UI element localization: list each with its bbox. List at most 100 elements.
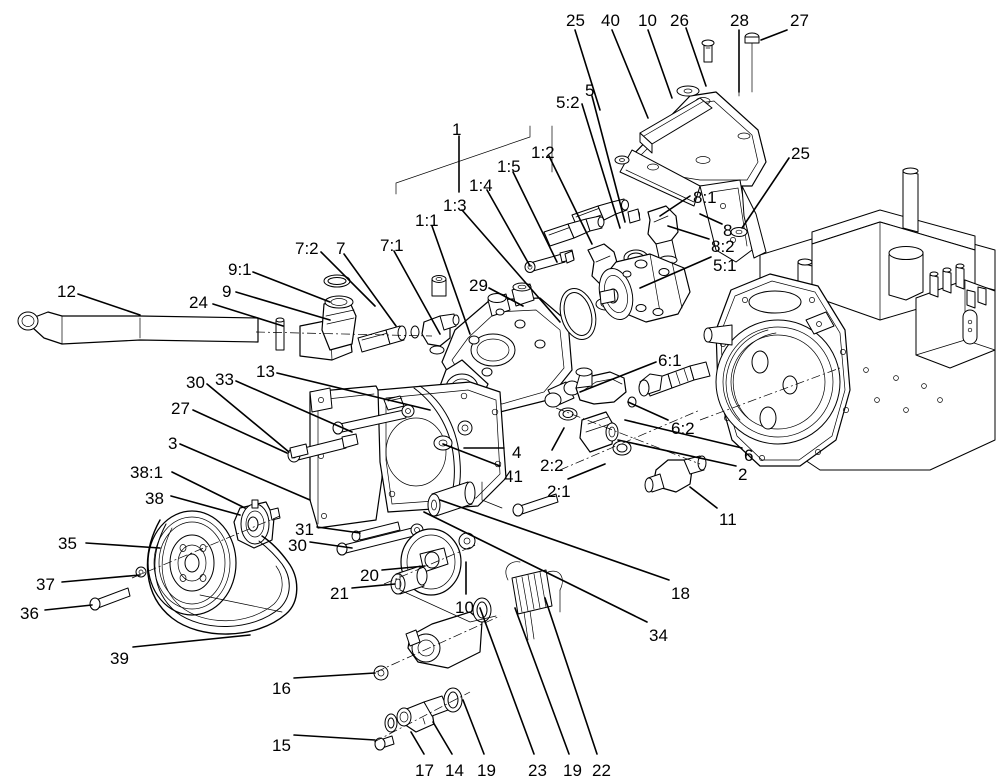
callout-label-7: 7 [336, 239, 346, 258]
callout-label-6-1: 6:1 [658, 351, 682, 370]
leader-line-24 [212, 303, 284, 327]
leader-line-18 [439, 499, 670, 581]
leader-line-8-1 [659, 195, 691, 217]
callout-label-2-2: 2:2 [540, 456, 564, 475]
leader-line-2-2 [551, 427, 565, 451]
leader-line-30 [309, 541, 353, 549]
callout-label-7-1: 7:1 [380, 236, 404, 255]
callout-label-2-1: 2:1 [547, 482, 571, 501]
leader-line-9 [235, 291, 331, 321]
engine-block [699, 167, 996, 471]
leader-line-5-2 [581, 103, 621, 229]
leader-line-20 [381, 565, 426, 571]
callout-label-37: 37 [36, 575, 55, 594]
leader-line-16 [293, 672, 376, 679]
leader-line-8-2 [667, 225, 710, 240]
leader-line-3 [179, 443, 311, 501]
leader-line-39 [132, 634, 251, 648]
leader-line-40 [611, 29, 649, 119]
leader-line-23 [479, 607, 535, 755]
callout-label-34: 34 [649, 626, 668, 645]
leader-line-7-1 [393, 250, 441, 335]
callout-label-12: 12 [57, 282, 76, 301]
leader-line-6-1 [579, 361, 657, 393]
callout-label-21: 21 [330, 584, 349, 603]
leader-line-30 [206, 383, 290, 453]
callout-label-5-1: 5:1 [713, 256, 737, 275]
callout-label-33: 33 [215, 370, 234, 389]
leader-line-9-1 [252, 271, 331, 303]
callout-label-22: 22 [592, 761, 611, 779]
leader-line-35 [85, 542, 161, 549]
leader-line-34 [423, 511, 648, 623]
callout-label-30: 30 [186, 373, 205, 392]
leader-line-11 [689, 486, 718, 509]
callout-label-29: 29 [469, 276, 488, 295]
callout-label-1: 1 [452, 120, 462, 139]
leader-line-12 [77, 293, 141, 316]
leader-line-13 [276, 372, 431, 411]
leader-line-14 [432, 721, 453, 755]
callout-label-17: 17 [415, 761, 434, 779]
mounting-plate [287, 381, 507, 556]
leader-line-25 [741, 157, 790, 229]
callout-label-9-1: 9:1 [228, 260, 252, 279]
callout-label-6-2: 6:2 [671, 419, 695, 438]
callout-label-6: 6 [744, 446, 754, 465]
callout-label-5-2: 5:2 [556, 93, 580, 112]
callout-label-10: 10 [638, 11, 657, 30]
leader-line-38-1 [171, 471, 246, 509]
leader-line-10 [647, 29, 673, 99]
callout-label-26: 26 [670, 11, 689, 30]
top-mount-bracket [614, 32, 767, 263]
leader-line-2 [617, 439, 737, 467]
callout-label-5: 5 [585, 81, 595, 100]
callout-label-19: 19 [563, 761, 582, 779]
pulley-and-belt [89, 499, 298, 635]
callout-label-3: 3 [168, 434, 178, 453]
callout-label-19: 19 [477, 761, 496, 779]
leader-line-36 [44, 604, 93, 611]
leader-line-7-2 [320, 251, 376, 307]
callout-label-11: 11 [719, 510, 737, 529]
hose-fitting-group-1 [395, 125, 629, 306]
leader-line-25 [574, 29, 601, 111]
fitting-group-2-6-11 [555, 361, 711, 493]
leader-line-38 [170, 495, 241, 516]
callout-label-10: 10 [455, 598, 474, 617]
leader-line-1-5 [512, 171, 558, 263]
callout-label-13: 13 [256, 362, 275, 381]
leader-line-5-1 [639, 256, 712, 289]
callout-label-36: 36 [20, 604, 39, 623]
leader-line-26 [685, 27, 707, 87]
callout-label-15: 15 [272, 736, 291, 755]
callout-label-9: 9 [222, 282, 232, 301]
callout-label-1-4: 1:4 [469, 176, 493, 195]
leader-line-19 [462, 699, 485, 755]
callout-label-1-1: 1:1 [415, 211, 439, 230]
callout-label-25: 25 [791, 144, 810, 163]
callout-label-31: 31 [295, 520, 314, 539]
leader-line-21 [351, 583, 396, 589]
callout-label-35: 35 [58, 534, 77, 553]
leader-line-22 [544, 597, 598, 755]
callout-label-8: 8 [723, 221, 733, 240]
callout-label-1-2: 1:2 [531, 143, 555, 162]
leader-line-29 [488, 287, 524, 307]
callout-label-7-2: 7:2 [295, 239, 319, 258]
leader-line-27 [192, 409, 288, 454]
callout-label-41: 41 [504, 467, 523, 486]
callout-label-38: 38 [145, 489, 164, 508]
callout-label-40: 40 [601, 11, 620, 30]
hose-and-valve-group [17, 274, 460, 361]
leader-line-19 [514, 607, 570, 755]
callout-label-8-1: 8:1 [693, 188, 717, 207]
leader-line-1-4 [486, 189, 531, 267]
callout-label-28: 28 [730, 11, 749, 30]
callout-label-20: 20 [360, 566, 379, 585]
leader-line-1-2 [548, 155, 593, 245]
leader-line-6 [624, 419, 743, 449]
callout-label-14: 14 [445, 761, 464, 779]
